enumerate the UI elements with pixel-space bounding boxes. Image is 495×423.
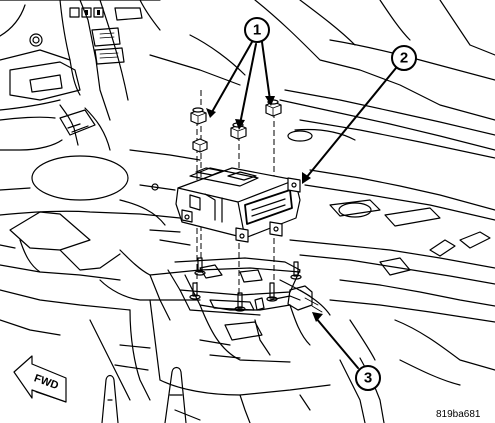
stud-rear-right [290,261,302,280]
callout-3: 3 [355,365,381,391]
seat-rails [101,357,385,423]
fwd-arrow: FWD [13,355,67,403]
mounting-bracket [167,257,301,316]
floor-pan-left [0,149,201,336]
callout-2: 2 [391,45,417,71]
stud-right [266,282,278,302]
nut-rear [192,138,208,153]
nut-right [265,99,282,117]
callout-1-label: 1 [253,22,261,39]
airbag-control-module [175,167,301,243]
callout-1: 1 [244,17,270,43]
nut-left [190,107,207,125]
mounting-nuts [190,99,282,153]
body-structure-right [149,0,495,386]
leader-arrowheads [206,96,323,322]
figure-code: 819ba681 [436,409,481,420]
center-tunnel [89,249,331,423]
dashboard-console [0,0,161,151]
stud-front-left [189,282,201,300]
callout-2-label: 2 [400,50,408,67]
callout-leaders [211,41,397,369]
callout-3-label: 3 [364,370,372,387]
stud-front-center [234,292,246,312]
